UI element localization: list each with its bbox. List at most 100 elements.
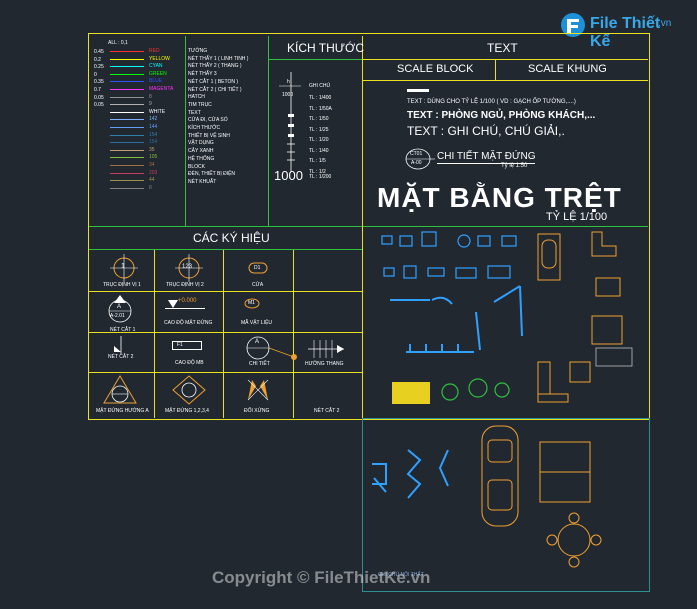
- divider: [89, 249, 362, 250]
- legend-color-name: 8: [149, 93, 152, 100]
- legend-color-name: RED: [149, 48, 160, 54]
- legend-description: VẬT DỤNG: [188, 140, 214, 147]
- legend-weight: 0.35: [94, 79, 104, 86]
- divider: [362, 80, 648, 81]
- dimension-scale: TL : 1/50: [309, 116, 329, 122]
- legend-weight: 0: [94, 71, 97, 78]
- axis-1-label: 1: [121, 263, 125, 270]
- legend-color-name: MAGENTA: [149, 86, 174, 92]
- axis-2-symbol: [175, 254, 203, 282]
- elev-mark-line: [165, 308, 205, 309]
- legend-description: NÉT KHUẤT: [188, 178, 217, 185]
- legend-swatch-line: [110, 157, 144, 159]
- symbols-title: CÁC KÝ HIỆU: [193, 231, 270, 245]
- legend-swatch-line: [110, 111, 144, 113]
- legend-color-name: 8: [149, 184, 152, 191]
- legend-description: NÉT THẤY 2 ( THANG ): [188, 63, 242, 70]
- legend-swatch-line: [110, 165, 144, 166]
- logo-text: File Thiết Kế: [590, 15, 661, 50]
- legend-weight: 0.7: [94, 87, 101, 93]
- legend-swatch-line: [110, 81, 144, 83]
- logo-sub: .vn: [658, 18, 672, 29]
- elevation-1234-symbol: [172, 375, 206, 405]
- legend-weight: 0.45: [94, 49, 104, 55]
- door-symbol: [248, 262, 268, 274]
- divider: [362, 59, 648, 60]
- legend-description: TIM TRỤC: [188, 101, 212, 108]
- legend-color-name: YELLOW: [149, 55, 170, 62]
- legend-swatch-line: [110, 119, 144, 121]
- legend-swatch-line: [110, 58, 144, 60]
- elevation-a-symbol: [103, 375, 137, 404]
- symbol-label: CỬA: [252, 282, 264, 288]
- stair-direction-symbol: [308, 340, 344, 358]
- divider: [89, 332, 362, 333]
- legend-description: NÉT THẤY 1 ( LINH TINH ): [188, 55, 249, 62]
- detail-symbol: [246, 336, 297, 360]
- detail-code-bottom: A-00: [411, 160, 422, 166]
- dimension-scale: TL : 1/5: [309, 158, 326, 164]
- legend-description: TƯỜNG: [188, 48, 208, 54]
- legend-color-name: 203: [149, 169, 158, 176]
- legend-description: CỬA ĐI, CỬA SỔ: [188, 117, 228, 124]
- bottom-note-label: GHI CHÚ NỘI THẤT: [378, 572, 424, 578]
- material-code: M1: [248, 300, 255, 306]
- divider: [154, 250, 155, 418]
- divider: [223, 250, 224, 418]
- scale-block-label: SCALE BLOCK: [397, 63, 474, 75]
- legend-description: NÉT CẮT 2 ( CHI TIẾT ): [188, 86, 242, 93]
- symbol-label: TRỤC ĐỊNH VỊ 1: [103, 282, 141, 288]
- legend-swatch-line: [110, 89, 144, 90]
- divider: [495, 60, 496, 80]
- dimension-scale: TL : 1/20: [309, 137, 329, 143]
- divider: [268, 59, 362, 60]
- legend-swatch-line: [110, 51, 144, 52]
- legend-color-name: 35: [149, 146, 155, 153]
- axis-1-symbol: [110, 254, 138, 282]
- legend-color-name: 44: [149, 177, 155, 184]
- dimension-scale: TL : 1/2: [309, 168, 326, 175]
- legend-swatch-line: [110, 104, 144, 106]
- legend-description: NÉT THẤY 3: [188, 71, 217, 78]
- section-1-letter: A: [117, 304, 122, 310]
- legend-swatch-line: [110, 73, 144, 75]
- floor-mark-box: [172, 341, 202, 350]
- legend-swatch-line: [110, 187, 144, 189]
- text-sample-bar: [407, 89, 429, 92]
- scale-khung-label: SCALE KHUNG: [528, 63, 607, 75]
- legend-color-name: WHITE: [149, 108, 166, 115]
- material-symbol: [244, 298, 260, 309]
- divider: [89, 372, 362, 373]
- symbol-label: TRỤC ĐỊNH VỊ 2: [166, 282, 204, 288]
- section-1-symbol: [108, 295, 132, 323]
- brand-logo[interactable]: File Thiết Kế .vn: [560, 10, 678, 50]
- legend-swatch-line: [110, 127, 144, 128]
- detail-title: CHI TIẾT MẶT ĐỨNG: [437, 151, 536, 162]
- legend-description: CÂY XANH: [188, 148, 214, 155]
- divider: [89, 291, 362, 292]
- dimension-big-value: 1000: [274, 168, 303, 183]
- symmetry-symbol: [247, 379, 269, 401]
- symbol-label: NÉT CẮT 1: [110, 327, 136, 333]
- dimension-title: KÍCH THƯỚC: [287, 41, 364, 55]
- lower-frame: [362, 418, 650, 592]
- legend-color-name: 154: [149, 131, 158, 138]
- logo-icon: [561, 13, 585, 37]
- legend-weight: 0.05: [94, 94, 104, 101]
- symbol-label: CAO ĐỘ MẶT ĐỨNG: [164, 320, 213, 326]
- dimension-scale: TL : 1/200: [309, 174, 332, 180]
- divider: [293, 250, 294, 418]
- legend-color-name: 34: [149, 162, 155, 168]
- floor-mark-code: F1: [177, 342, 183, 348]
- legend-all-label: ALL : 0,1: [108, 40, 128, 46]
- detail-scale: Tỷ lệ 1:50: [501, 163, 528, 169]
- symbol-label: NÉT CẮT 2: [108, 354, 134, 360]
- legend-swatch-line: [110, 149, 144, 151]
- legend-weight: 0.2: [94, 56, 101, 63]
- legend-swatch-line: [110, 180, 144, 182]
- text-line-3: TEXT : GHI CHÚ, CHÚ GIẢI,.: [407, 124, 565, 138]
- legend-description: ĐÈN, THIẾT BỊ ĐIỆN: [188, 171, 236, 178]
- detail-underline: [437, 163, 535, 164]
- text-panel-title: TEXT: [487, 41, 518, 55]
- main-title: MẶT BẰNG TRỆT: [377, 182, 622, 213]
